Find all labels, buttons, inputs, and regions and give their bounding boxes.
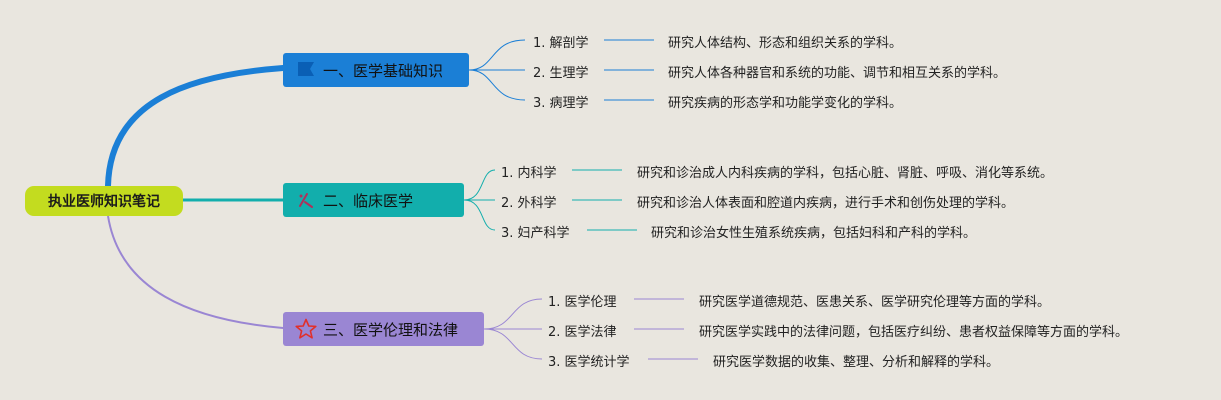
desc-surgery: 研究和诊治人体表面和腔道内疾病，进行手术和创伤处理的学科。 (637, 196, 1015, 211)
desc-medical-ethics: 研究医学道德规范、医患关系、医学研究伦理等方面的学科。 (699, 295, 1051, 310)
topic-surgery[interactable]: 2. 外科学 (501, 196, 557, 211)
branch-basic-medicine[interactable]: 一、医学基础知识 (283, 53, 469, 87)
desc-obgyn: 研究和诊治女性生殖系统疾病，包括妇科和产科的学科。 (651, 226, 977, 241)
topic-obgyn[interactable]: 3. 妇产科学 (501, 226, 570, 241)
desc-internal-medicine: 研究和诊治成人内科疾病的学科，包括心脏、肾脏、呼吸、消化等系统。 (637, 166, 1054, 181)
branch-label: 一、医学基础知识 (323, 61, 444, 80)
root-node[interactable]: 执业医师知识笔记 (25, 186, 183, 216)
desc-medical-law: 研究医学实践中的法律问题，包括医疗纠纷、患者权益保障等方面的学科。 (699, 325, 1129, 340)
desc-physiology: 研究人体各种器官和系统的功能、调节和相互关系的学科。 (668, 66, 1007, 81)
topic-pathology[interactable]: 3. 病理学 (533, 96, 589, 111)
medical-tools-icon (295, 189, 317, 211)
branch-ethics-law[interactable]: 三、医学伦理和法律 (283, 312, 484, 346)
topic-internal-medicine[interactable]: 1. 内科学 (501, 166, 557, 181)
star-icon (295, 318, 317, 340)
root-label: 执业医师知识笔记 (48, 194, 160, 210)
branch-label: 二、临床医学 (323, 191, 414, 210)
desc-medical-statistics: 研究医学数据的收集、整理、分析和解释的学科。 (713, 355, 1000, 370)
branch-clinical-medicine[interactable]: 二、临床医学 (283, 183, 464, 217)
branch-label: 三、医学伦理和法律 (323, 320, 459, 339)
topic-medical-law[interactable]: 2. 医学法律 (548, 325, 617, 340)
topic-physiology[interactable]: 2. 生理学 (533, 66, 589, 81)
flag-icon (295, 59, 317, 81)
desc-anatomy: 研究人体结构、形态和组织关系的学科。 (668, 36, 903, 51)
topic-anatomy[interactable]: 1. 解剖学 (533, 36, 589, 51)
desc-pathology: 研究疾病的形态学和功能学变化的学科。 (668, 96, 903, 111)
topic-medical-ethics[interactable]: 1. 医学伦理 (548, 295, 617, 310)
topic-medical-statistics[interactable]: 3. 医学统计学 (548, 355, 630, 370)
